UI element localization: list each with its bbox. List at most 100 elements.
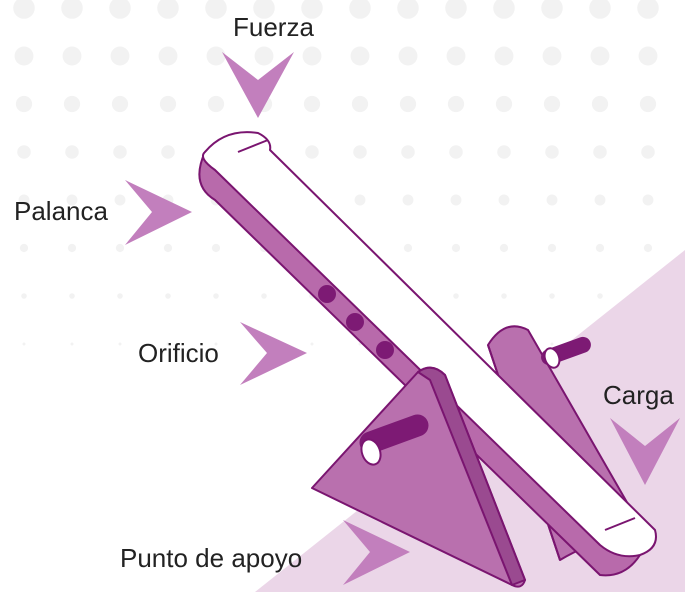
background-dot	[639, 95, 657, 113]
background-dot	[305, 145, 319, 159]
background-dot	[402, 194, 414, 206]
background-dot	[205, 0, 227, 19]
background-dot	[118, 342, 122, 346]
background-dot	[550, 342, 554, 346]
background-dot	[302, 46, 322, 66]
background-dot	[22, 342, 26, 346]
arrow-right-icon	[343, 520, 410, 585]
background-dot	[350, 46, 370, 66]
background-dot	[69, 293, 75, 299]
background-dot	[590, 46, 610, 66]
background-dot	[641, 145, 655, 159]
background-dot	[63, 95, 81, 113]
background-dot	[161, 145, 175, 159]
background-dot	[591, 95, 609, 113]
background-dot	[399, 95, 417, 113]
background-dot	[17, 145, 31, 159]
background-dot	[211, 243, 221, 253]
background-dot	[453, 293, 459, 299]
background-dot	[113, 145, 127, 159]
background-dot	[301, 0, 323, 19]
background-dot	[18, 194, 30, 206]
front-axle	[359, 414, 429, 466]
background-dot	[21, 293, 27, 299]
background-dot	[109, 0, 131, 19]
background-dot	[593, 145, 607, 159]
background-dot	[589, 0, 611, 19]
background-dot	[15, 95, 33, 113]
background-dot	[114, 194, 126, 206]
arrow-down-icon	[222, 52, 294, 118]
background-dot	[398, 46, 418, 66]
background-dot	[206, 46, 226, 66]
background-dot	[541, 0, 563, 19]
background-dot	[543, 95, 561, 113]
fulcrum-label: Punto de apoyo	[120, 543, 303, 573]
background-dot	[166, 342, 170, 346]
background-dot	[451, 243, 461, 253]
background-dot	[353, 145, 367, 159]
background-dot	[637, 0, 659, 19]
background-dot	[595, 243, 605, 253]
background-dot	[159, 95, 177, 113]
background-dot	[549, 293, 555, 299]
hole-3	[376, 341, 394, 359]
background-dot	[498, 194, 510, 206]
background-dot	[66, 194, 78, 206]
background-dot	[447, 95, 465, 113]
background-dot	[401, 145, 415, 159]
background-dot	[158, 46, 178, 66]
arrow-down-icon	[610, 418, 680, 485]
background-dot	[61, 0, 83, 19]
hole-1	[318, 285, 336, 303]
background-dot	[310, 342, 314, 346]
background-dot	[497, 145, 511, 159]
lever-holes	[318, 285, 394, 359]
background-dot	[545, 145, 559, 159]
background-dot	[214, 342, 218, 346]
background-dot	[445, 0, 467, 19]
background-dot	[597, 293, 603, 299]
background-dot	[594, 194, 606, 206]
background-dot	[542, 46, 562, 66]
background-dot	[19, 243, 29, 253]
front-support	[311, 366, 526, 588]
background-dot	[62, 46, 82, 66]
background-dot	[403, 243, 413, 253]
background-dot	[501, 293, 507, 299]
background-dot	[165, 293, 171, 299]
background-dot	[117, 293, 123, 299]
background-dot	[354, 194, 366, 206]
background-dot	[157, 0, 179, 19]
background-dot	[253, 0, 275, 19]
dot-pattern-background	[13, 0, 659, 346]
arrow-right-icon	[125, 180, 192, 245]
background-dot	[397, 0, 419, 19]
background-dot	[446, 46, 466, 66]
background-dot	[111, 95, 129, 113]
load-label: Carga	[603, 380, 674, 410]
background-dot	[351, 95, 369, 113]
arrow-right-icon	[240, 322, 307, 385]
background-dot	[449, 145, 463, 159]
background-dot	[110, 46, 130, 66]
hole-2	[346, 313, 364, 331]
background-dot	[547, 243, 557, 253]
background-dot	[303, 95, 321, 113]
background-dot	[261, 293, 267, 299]
background-dot	[499, 243, 509, 253]
background-dot	[638, 46, 658, 66]
lever-label: Palanca	[14, 196, 108, 226]
force-label: Fuerza	[233, 12, 314, 42]
background-dot	[642, 194, 654, 206]
background-dot	[115, 243, 125, 253]
background-dot	[67, 243, 77, 253]
background-dot	[495, 95, 513, 113]
background-dot	[163, 243, 173, 253]
background-dot	[254, 46, 274, 66]
hole-label: Orificio	[138, 338, 219, 368]
background-dot	[546, 194, 558, 206]
background-dot	[493, 0, 515, 19]
background-dot	[450, 194, 462, 206]
